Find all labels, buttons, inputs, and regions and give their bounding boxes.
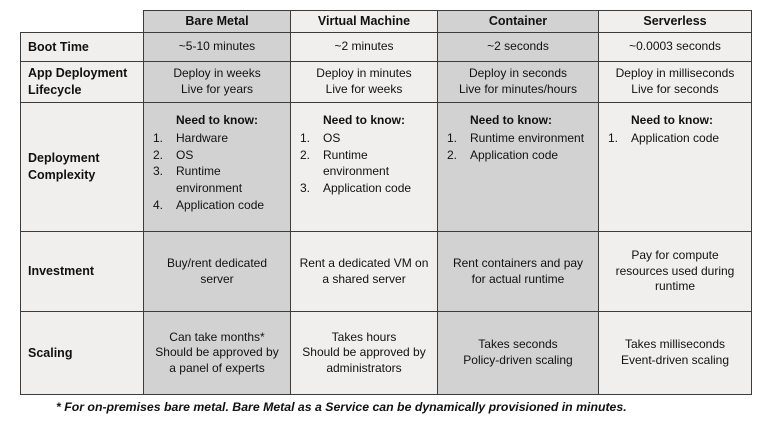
cell-line: Event-driven scaling: [620, 353, 730, 367]
cell-line: ~5-10 minutes: [178, 39, 256, 54]
list-item-number: 4.: [153, 197, 164, 212]
cell-boot-time-container: ~2 seconds: [437, 32, 599, 62]
table-row-boot-time: Boot Time ~5-10 minutes ~2 minutes ~2 secon…: [20, 32, 752, 62]
need-to-know-heading: Need to know:: [631, 113, 714, 127]
list-item: 1. OS: [300, 130, 432, 147]
column-header-container: Container: [437, 10, 599, 33]
list-item: 2. Application code: [447, 147, 593, 164]
row-label-boot-time: Boot Time: [20, 32, 144, 62]
list-item-text: Runtime environment: [176, 164, 243, 196]
footnote: * For on-premises bare metal. Bare Metal…: [56, 400, 627, 414]
cell-line: Buy/rent dedicated server: [166, 255, 268, 286]
corner-cell: [20, 10, 144, 33]
list-item-number: 1.: [300, 130, 311, 145]
cell-line: Pay for compute resources used during ru…: [615, 248, 735, 294]
cell-boot-time-bare-metal: ~5-10 minutes: [143, 32, 291, 62]
list-item: 1. Hardware: [153, 130, 285, 147]
list-item-number: 2.: [153, 147, 164, 162]
list-item-number: 2.: [300, 147, 311, 162]
cell-deployment-complexity-serverless: Need to know: 1. Application code: [598, 102, 752, 232]
cell-deployment-complexity-bare-metal: Need to know: 1. Hardware 2. OS 3. Runtime env…: [143, 102, 291, 232]
cell-line: Live for weeks: [325, 82, 403, 96]
list-item-number: 1.: [447, 130, 458, 145]
cell-line: Should be approved by a panel of experts: [155, 345, 279, 375]
cell-line: Takes hours: [331, 329, 397, 344]
cell-scaling-bare-metal: Can take months*Should be approved by a …: [143, 311, 291, 395]
column-header-bare-metal: Bare Metal: [143, 10, 291, 33]
cell-investment-bare-metal: Buy/rent dedicated server: [143, 231, 291, 312]
list-item: 2. OS: [153, 147, 285, 164]
list-item-text: Runtime environment: [470, 130, 585, 145]
list-item-text: Application code: [631, 130, 720, 145]
cell-line: ~0.0003 seconds: [629, 39, 721, 54]
cell-line: Takes seconds: [478, 337, 558, 352]
list-item-text: Hardware: [176, 130, 229, 145]
list-item: 3. Runtime environment: [153, 163, 285, 197]
row-label-app-deployment-lifecycle: App Deployment Lifecycle: [20, 61, 144, 103]
row-label-scaling: Scaling: [20, 311, 144, 395]
cell-investment-virtual-machine: Rent a dedicated VM on a shared server: [290, 231, 438, 312]
need-to-know-heading: Need to know:: [470, 113, 553, 127]
cell-investment-container: Rent containers and pay for actual runti…: [437, 231, 599, 312]
cell-line: ~2 seconds: [487, 39, 549, 54]
table-row-deployment-complexity: Deployment Complexity Need to know: 1. Hard…: [20, 102, 752, 232]
cell-investment-serverless: Pay for compute resources used during ru…: [598, 231, 752, 312]
cell-line: Rent a dedicated VM on a shared server: [299, 255, 429, 286]
row-label-deployment-complexity: Deployment Complexity: [20, 102, 144, 232]
cell-line: Should be approved by administrators: [302, 345, 426, 375]
cell-line: Rent containers and pay for actual runti…: [452, 255, 584, 286]
list-item: 1. Application code: [608, 130, 746, 147]
cell-boot-time-serverless: ~0.0003 seconds: [598, 32, 752, 62]
list-item: 4. Application code: [153, 197, 285, 214]
cell-deployment-complexity-container: Need to know: 1. Runtime environment 2. Appl…: [437, 102, 599, 232]
list-item-text: OS: [323, 130, 341, 145]
cell-line: ~2 minutes: [334, 39, 394, 54]
column-header-serverless: Serverless: [598, 10, 752, 33]
cell-line: Takes milliseconds: [624, 337, 726, 352]
list-item-number: 3.: [300, 181, 311, 196]
list-item-number: 1.: [608, 130, 619, 145]
list-item: 2. Runtime environment: [300, 147, 432, 181]
list-item: 1. Runtime environment: [447, 130, 593, 147]
list-item-number: 1.: [153, 130, 164, 145]
cell-line: Deploy in minutes: [316, 66, 412, 81]
list-item-text: Runtime environment: [323, 147, 390, 179]
cell-line: Policy-driven scaling: [463, 353, 573, 367]
cell-line: Can take months*: [169, 329, 265, 344]
list-item-number: 3.: [153, 164, 164, 179]
cell-line: Deploy in weeks: [173, 66, 261, 81]
need-to-know-heading: Need to know:: [323, 113, 406, 127]
list-item-text: Application code: [176, 197, 265, 212]
table-body: Boot Time ~5-10 minutes ~2 minutes ~2 secon…: [20, 32, 752, 395]
list-item-text: Application code: [323, 181, 412, 196]
cell-line: Deploy in seconds: [468, 66, 568, 81]
cell-line: Live for seconds: [631, 82, 719, 96]
list-item: 3. Application code: [300, 180, 432, 197]
need-to-know-heading: Need to know:: [176, 113, 259, 127]
cell-line: Live for minutes/hours: [458, 82, 578, 96]
list-item-text: OS: [176, 147, 194, 162]
cell-boot-time-virtual-machine: ~2 minutes: [290, 32, 438, 62]
list-item-text: Application code: [470, 147, 559, 162]
row-label-investment: Investment: [20, 231, 144, 312]
column-header-virtual-machine: Virtual Machine: [290, 10, 438, 33]
list-item-number: 2.: [447, 147, 458, 162]
table-row-investment: Investment Buy/rent dedicated server Rent …: [20, 231, 752, 312]
cell-line: Live for years: [180, 82, 254, 96]
cell-line: Deploy in milliseconds: [615, 66, 735, 81]
